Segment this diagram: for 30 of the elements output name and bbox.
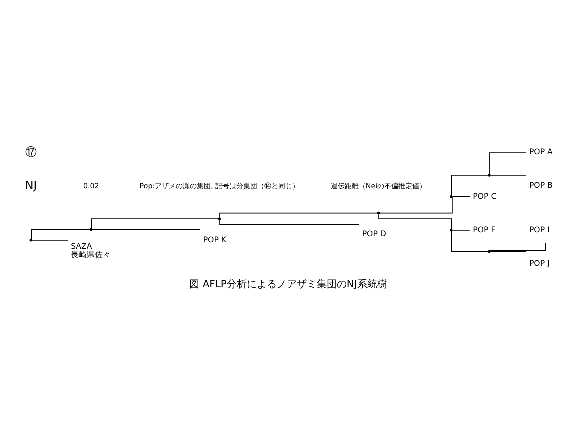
node-point bbox=[30, 238, 33, 242]
caption: 図 AFLP分析によるノアザミ集団のNJ系統樹 bbox=[190, 279, 388, 290]
connector bbox=[220, 212, 378, 218]
node-point bbox=[90, 228, 93, 231]
connector bbox=[378, 213, 452, 230]
node-point bbox=[488, 174, 491, 176]
connector bbox=[31, 228, 91, 240]
connector bbox=[489, 152, 527, 174]
label: Pop:アザメの瀬の集団, 記号は分集団（⑭と同じ） bbox=[140, 181, 300, 190]
connector bbox=[452, 196, 471, 197]
connector bbox=[379, 196, 453, 214]
connector bbox=[490, 174, 527, 176]
label: 0.02 bbox=[83, 181, 100, 190]
connector bbox=[452, 229, 471, 230]
connector bbox=[92, 228, 201, 230]
connector bbox=[32, 239, 68, 240]
connector bbox=[91, 218, 220, 228]
connector bbox=[451, 174, 489, 196]
connector bbox=[220, 219, 360, 225]
label: NJ bbox=[25, 178, 38, 192]
label: ⑰ bbox=[26, 144, 37, 159]
node-point bbox=[488, 250, 491, 253]
label: 遺伝距離（Neiの不偏推定値） bbox=[330, 181, 427, 190]
node-point bbox=[218, 217, 222, 220]
connector bbox=[490, 242, 546, 251]
connector bbox=[451, 230, 489, 252]
node-point bbox=[450, 228, 453, 232]
connector bbox=[490, 251, 527, 252]
node-point bbox=[377, 211, 380, 214]
node-point bbox=[450, 195, 453, 198]
